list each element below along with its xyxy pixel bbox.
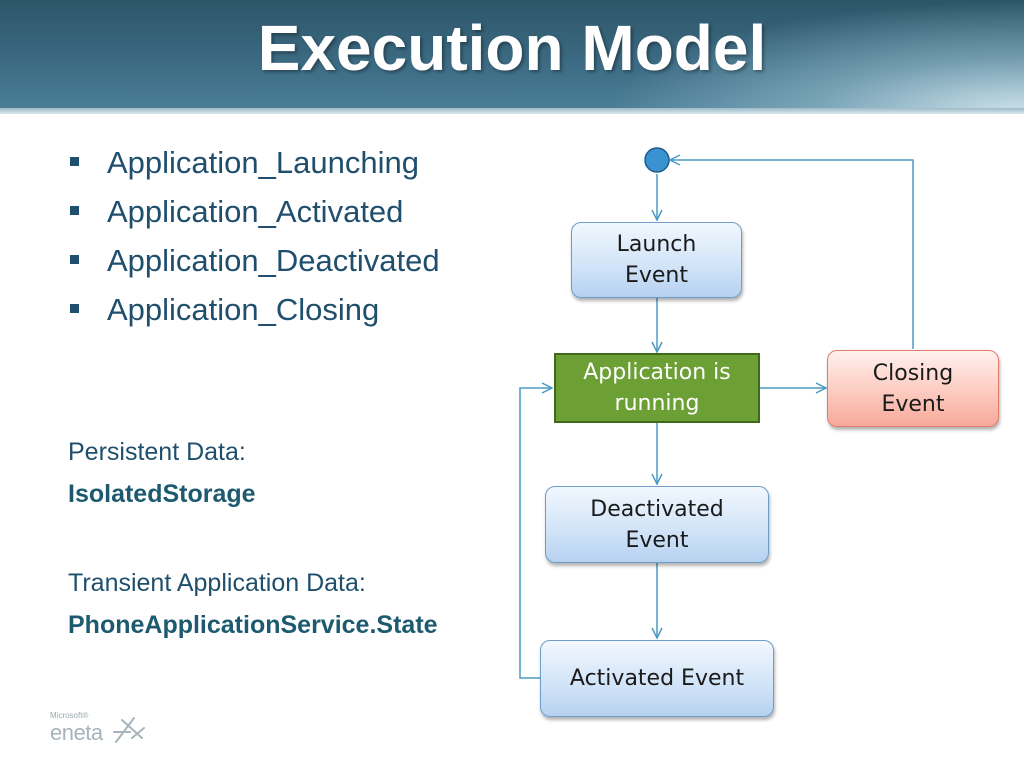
- persistent-data-value: IsolatedStorage: [68, 480, 256, 508]
- bullet-square-icon: [70, 255, 79, 264]
- bullet-square-icon: [70, 206, 79, 215]
- activated-event-node: Activated Event: [540, 640, 774, 717]
- bullet-text: Application_Activated: [107, 194, 404, 229]
- title-bar-rim: [0, 108, 1024, 114]
- deactivated-event-node: Deactivated Event: [545, 486, 769, 563]
- logo-star-icon: [113, 717, 145, 743]
- event-bullet-list: Application_Launching Application_Activa…: [68, 140, 440, 336]
- node-label-line: Activated Event: [569, 666, 745, 691]
- node-label-line: Event: [624, 263, 688, 288]
- node-label-line: Closing: [872, 360, 954, 386]
- bullet-square-icon: [70, 157, 79, 166]
- logo-microsoft-text: Microsoft®: [50, 711, 89, 720]
- arrow-activated-to-running: [519, 388, 552, 679]
- node-label-line: Deactivated: [590, 496, 724, 522]
- title-bar: [0, 0, 1024, 114]
- title-bar-sheen: [604, 0, 1024, 114]
- persistent-data-label: Persistent Data:: [68, 438, 246, 466]
- closing-event-node: Closing Event: [827, 350, 999, 427]
- node-label-line: Application is: [583, 360, 731, 385]
- node-label-line: running: [614, 391, 700, 416]
- transient-data-label: Transient Application Data:: [68, 569, 366, 597]
- bullet-item: Application_Launching: [68, 140, 440, 189]
- logo-brand-text: eneta: [50, 720, 103, 745]
- node-label-line: Event: [625, 527, 689, 553]
- node-label-line: Event: [881, 391, 945, 417]
- slide-title: Execution Model: [257, 12, 767, 84]
- eneta-logo: Microsoft® eneta: [50, 708, 150, 748]
- bullet-square-icon: [70, 304, 79, 313]
- bullet-text: Application_Deactivated: [107, 243, 440, 278]
- arrow-closing-to-start: [670, 160, 914, 349]
- transient-data-value: PhoneApplicationService.State: [68, 611, 438, 639]
- launch-event-node: Launch Event: [571, 222, 742, 298]
- start-node: [644, 147, 670, 173]
- bullet-text: Application_Launching: [107, 145, 419, 180]
- application-running-node: Application is running: [554, 353, 760, 423]
- bullet-item: Application_Closing: [68, 287, 440, 336]
- bullet-item: Application_Deactivated: [68, 238, 440, 287]
- bullet-item: Application_Activated: [68, 189, 440, 238]
- bullet-text: Application_Closing: [107, 292, 380, 327]
- node-label-line: Launch: [616, 232, 697, 257]
